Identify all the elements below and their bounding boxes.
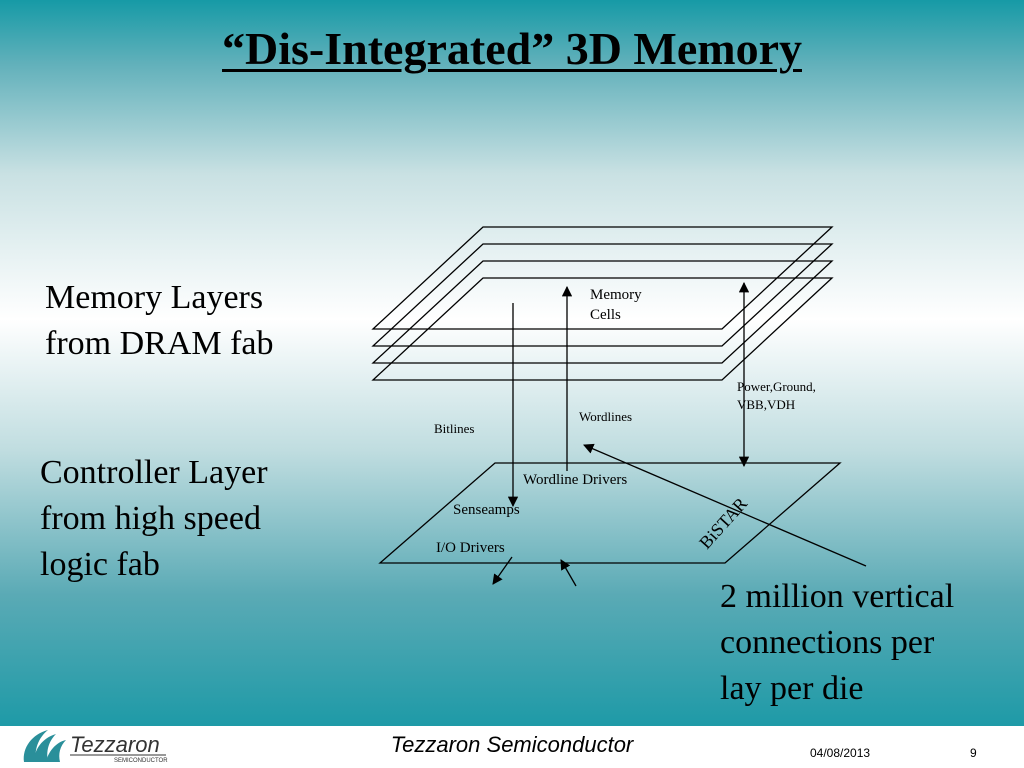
footer-page-number: 9 [970,746,977,760]
io-drivers-label: I/O Drivers [436,540,505,556]
controller-layer-label: Controller Layer from high speed logic f… [40,450,268,588]
power-label-2: VBB,VDH [737,397,795,412]
logo-text: Tezzaron [70,732,160,757]
bitlines-label: Bitlines [434,421,474,436]
memory-layer-2 [371,243,834,347]
controller-layer-line2: from high speed [40,500,261,537]
wordlines-label: Wordlines [579,409,632,424]
io-out-arrow [492,556,513,585]
wordline-drivers-label: Wordline Drivers [523,472,627,488]
vertical-connections-label: 2 million vertical connections per lay p… [720,574,954,712]
footer-company: Tezzaron Semiconductor [390,732,634,757]
memory-layer-1 [371,226,834,330]
vertical-connections-line1: 2 million vertical [720,578,955,615]
power-label-1: Power,Ground, [737,379,816,394]
io-in-arrow [560,559,577,587]
memory-layer-4 [371,277,834,381]
connections-pointer-arrow [583,443,867,567]
memory-cells-label-2: Cells [590,307,621,323]
memory-layers-line1: Memory Layers [45,279,264,316]
senseamps-label: Senseamps [453,502,520,518]
memory-layers-line2: from DRAM fab [45,325,274,362]
controller-layer [378,462,842,564]
vertical-connections-line3: lay per die [720,670,864,707]
memory-layer-3 [371,260,834,364]
memory-stack-diagram: Memory Cells Power,Ground, VBB,VDH Wordl… [371,226,867,587]
slide-title: “Dis-Integrated” 3D Memory [222,23,802,74]
controller-layer-line3: logic fab [40,546,160,583]
memory-cells-label-1: Memory [590,287,642,303]
controller-layer-line1: Controller Layer [40,454,268,491]
tezzaron-logo-icon: Tezzaron SEMICONDUCTOR [23,730,168,764]
logo-subtext: SEMICONDUCTOR [114,758,168,764]
vertical-connections-line2: connections per [720,624,935,661]
bistar-label: BiSTAR [695,494,751,553]
memory-layers-label: Memory Layers from DRAM fab [45,275,274,367]
footer-bar: Tezzaron Semiconductor 04/08/2013 9 [0,726,1024,768]
footer-date: 04/08/2013 [810,746,871,760]
